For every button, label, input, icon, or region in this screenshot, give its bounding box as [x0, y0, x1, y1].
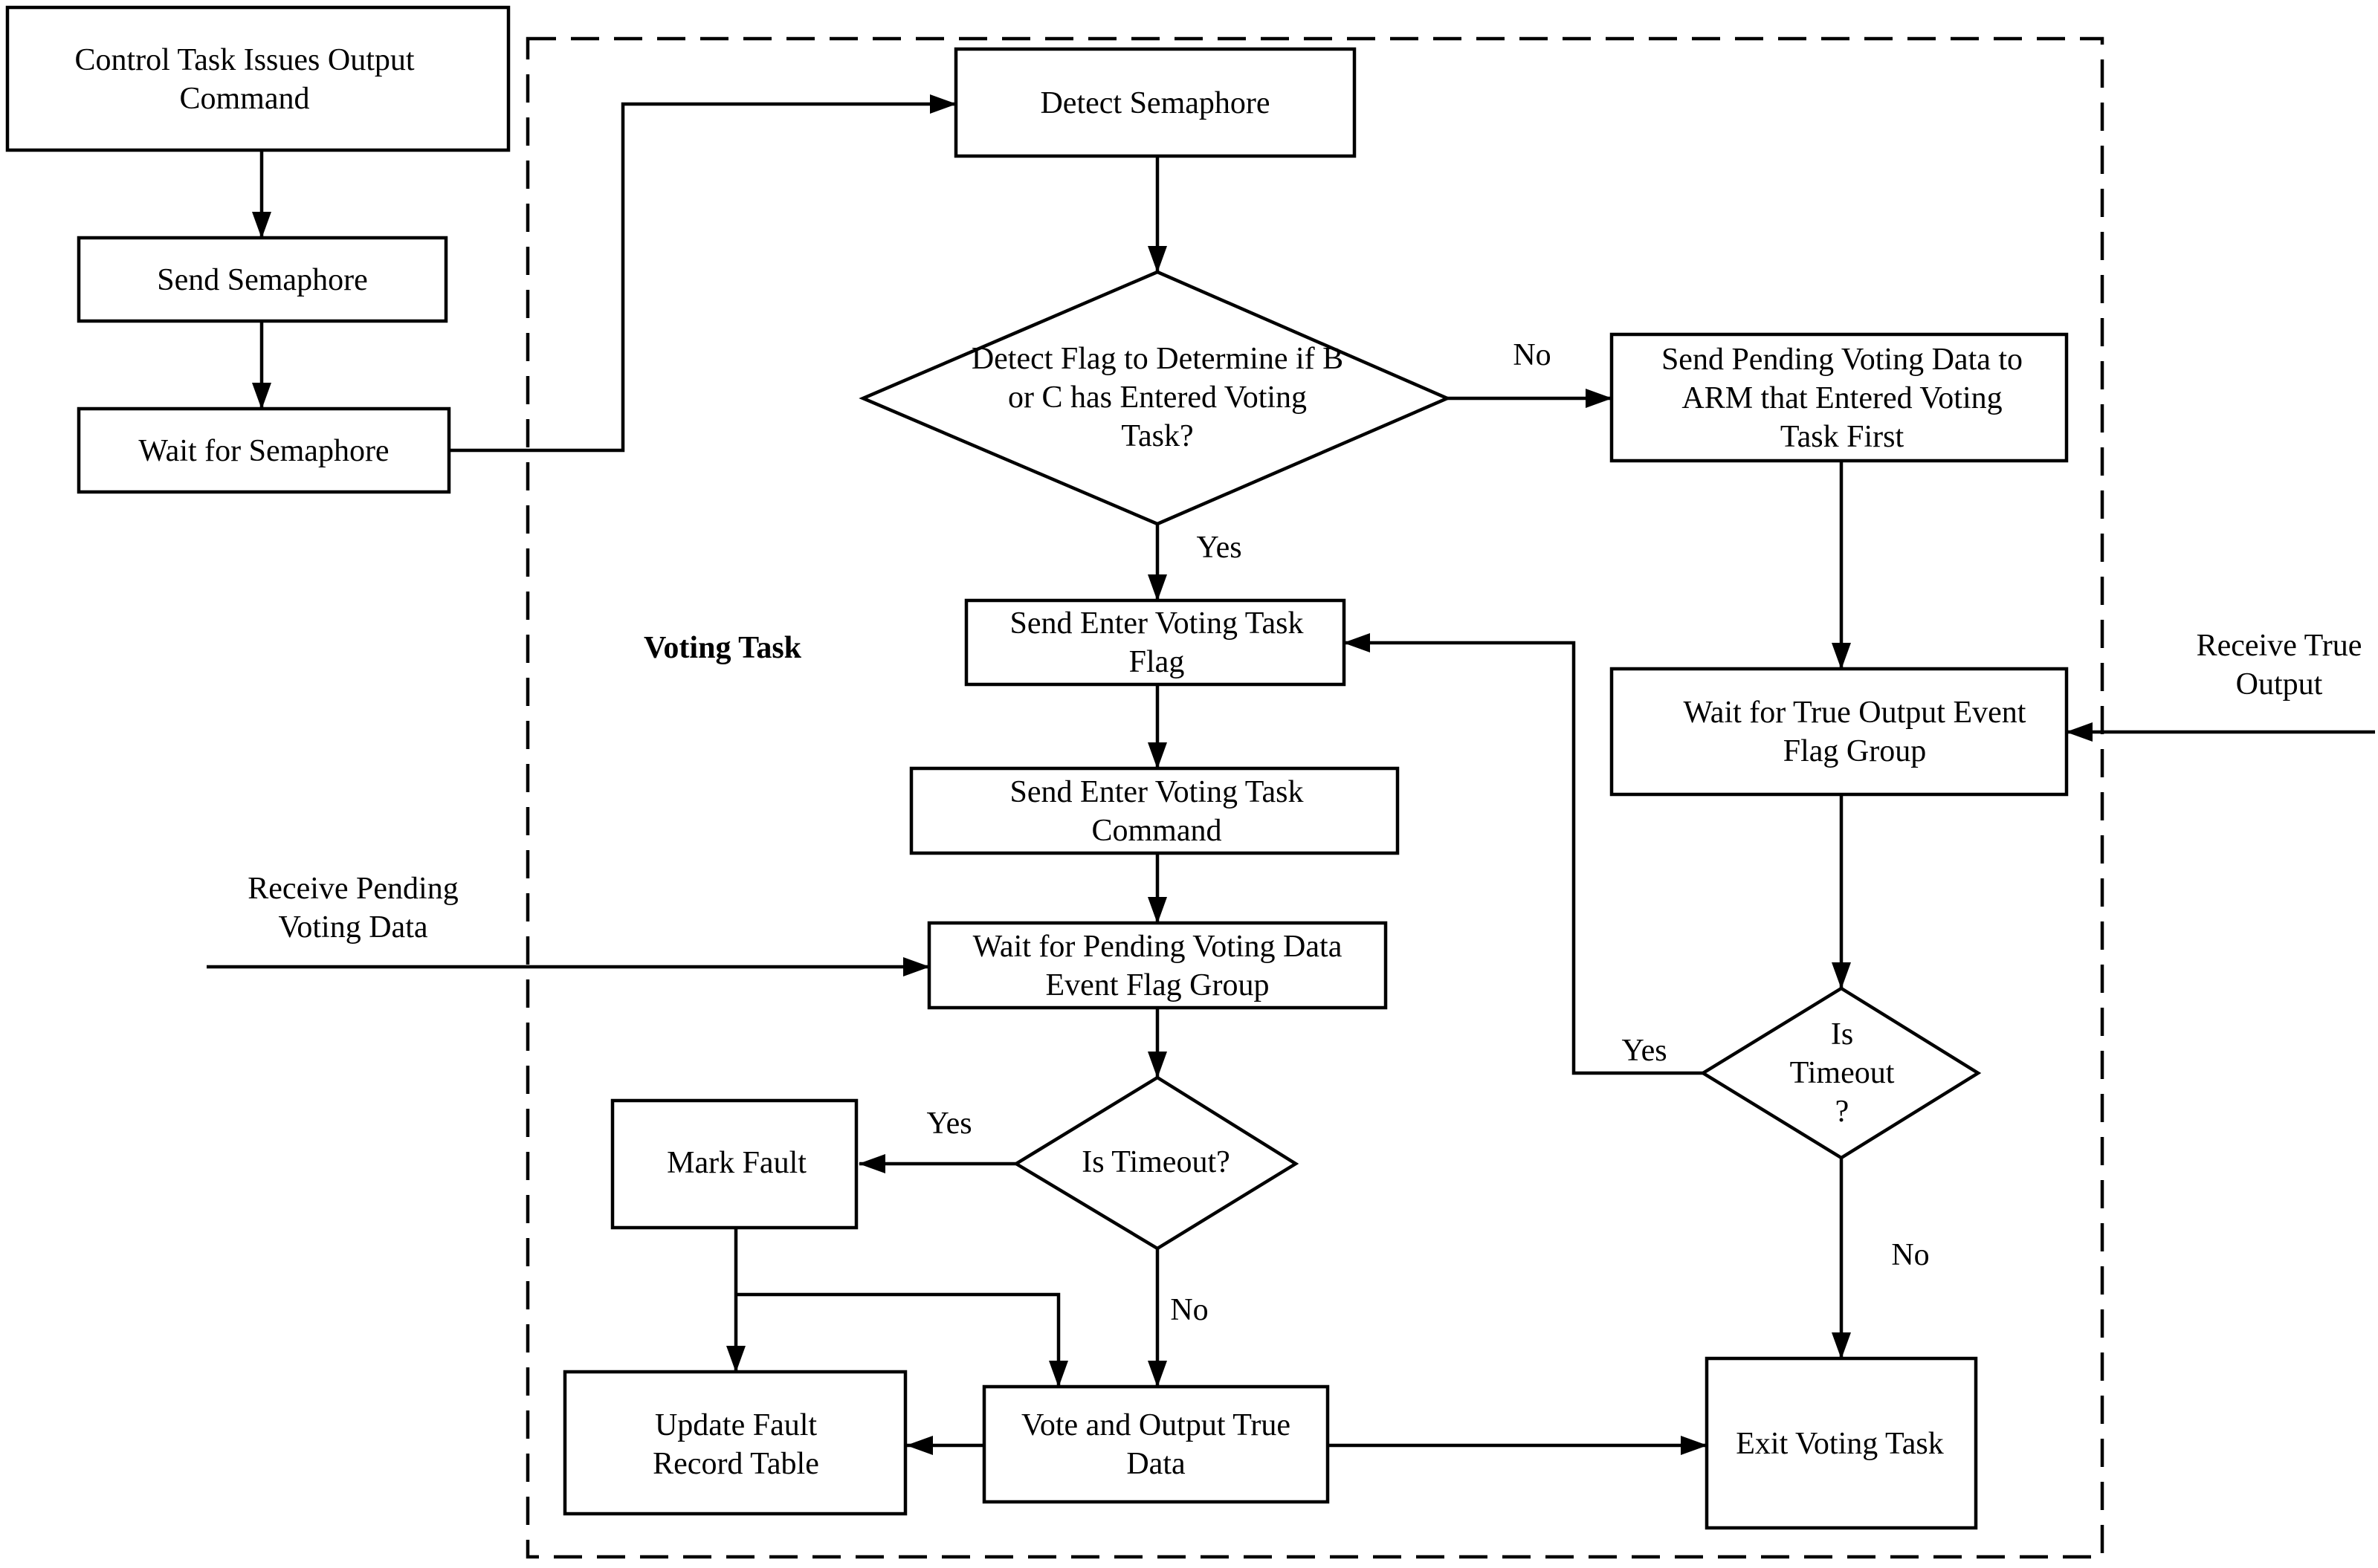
- node-wait-semaphore-box: [77, 406, 451, 494]
- node-send-pending-box: [1609, 332, 2069, 463]
- node-is-timeout-left-diamond: [1012, 1075, 1299, 1251]
- node-send-enter-command-box: [909, 766, 1400, 855]
- node-detect-semaphore-box: [954, 47, 1357, 158]
- node-wait-semaphore-label: Wait for Semaphore: [138, 434, 389, 468]
- node-send-enter-flag-box: [964, 598, 1346, 687]
- node-mark-fault-label: Mark Fault: [667, 1146, 807, 1180]
- edge-label-left-timeout-yes: Yes: [926, 1107, 972, 1141]
- edge-right-timeout-yes: [1343, 633, 1703, 1075]
- edge-label-right-timeout-yes: Yes: [1621, 1034, 1667, 1068]
- node-wait-pending-box: [927, 921, 1388, 1010]
- edge-label-right-timeout-no: No: [1891, 1238, 1929, 1272]
- node-update-fault-box: [563, 1370, 908, 1516]
- node-send-semaphore-box: [77, 236, 448, 323]
- node-is-timeout-right-diamond: [1699, 986, 1982, 1160]
- voting-task-label: Voting Task: [644, 631, 802, 665]
- edge-mark-to-vote: [736, 1292, 1068, 1387]
- edge-wait-to-detect-semaphore: [449, 94, 957, 453]
- node-control-issue-box: [5, 5, 511, 152]
- edge-label-flag-no: No: [1513, 338, 1551, 372]
- node-send-semaphore-label: Send Semaphore: [157, 263, 367, 297]
- connectors: [207, 94, 2375, 1455]
- edge-label-flag-yes: Yes: [1196, 531, 1241, 565]
- node-exit-voting-label: Exit Voting Task: [1736, 1427, 1943, 1461]
- node-detect-flag-diamond: [859, 270, 1452, 526]
- node-wait-true-output-box: [1609, 667, 2069, 797]
- node-mark-fault-box: [610, 1098, 859, 1230]
- node-detect-semaphore-label: Detect Semaphore: [1040, 86, 1270, 120]
- node-is-timeout-left-label: Is Timeout?: [1082, 1145, 1230, 1179]
- edge-label-left-timeout-no: No: [1170, 1293, 1208, 1327]
- voting-task-boundary: [526, 36, 2104, 1559]
- node-vote-output-box: [982, 1384, 1330, 1504]
- node-exit-voting-box: [1705, 1356, 1978, 1530]
